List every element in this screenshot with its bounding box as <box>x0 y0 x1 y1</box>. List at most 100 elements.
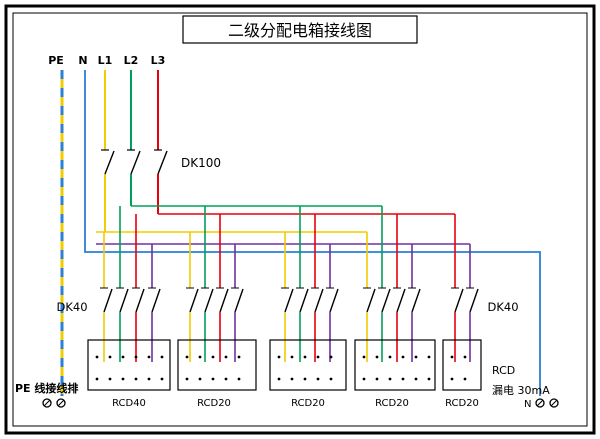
label-rcd20-2: RCD20 <box>291 398 325 409</box>
terminal-dot <box>375 377 379 381</box>
label-rcd40: RCD40 <box>112 398 146 409</box>
label-l3: L3 <box>151 54 166 67</box>
terminal-dot <box>211 355 215 359</box>
terminal-dot <box>414 377 418 381</box>
label-dk100: DK100 <box>181 156 221 170</box>
terminal-dot <box>277 355 281 359</box>
terminal-dot <box>211 377 215 381</box>
dk100-blade <box>130 150 141 175</box>
rcd-box-3 <box>269 339 347 391</box>
label-rcd20-4: RCD20 <box>445 398 479 409</box>
terminal-dot <box>147 355 151 359</box>
rcd-boxes: RCD40 RCD20 RCD20 RCD20 RCD20 <box>87 339 482 409</box>
terminal-dot <box>108 355 112 359</box>
label-rcd-note: RCD <box>492 364 515 377</box>
bottom-left-annotation: PE 线接线排 <box>15 381 78 395</box>
dk40-blade <box>119 288 129 313</box>
terminal-dot <box>316 377 320 381</box>
terminal-dot <box>388 377 392 381</box>
dk40-blade <box>366 288 376 313</box>
conductor-labels: PE N L1 L2 L3 <box>48 54 165 67</box>
terminal-dot <box>237 377 241 381</box>
dk40-blade <box>284 288 294 313</box>
label-rcd20-1: RCD20 <box>197 398 231 409</box>
dk100-blade <box>104 150 115 175</box>
terminal-dot <box>329 355 333 359</box>
terminal-dot <box>388 355 392 359</box>
terminal-dot <box>375 355 379 359</box>
label-l1: L1 <box>98 54 113 67</box>
dk40-blade <box>204 288 214 313</box>
dk40-blade <box>299 288 309 313</box>
dk40-blade <box>219 288 229 313</box>
terminal-dot <box>134 377 138 381</box>
terminal-dot <box>185 355 189 359</box>
title-box <box>182 15 418 44</box>
terminal-dot <box>160 355 164 359</box>
terminal-dot <box>160 377 164 381</box>
dk40-blade <box>135 288 145 313</box>
terminal-dot <box>121 377 125 381</box>
dk40-blade <box>103 288 113 313</box>
terminal-dot <box>224 377 228 381</box>
terminal-dot <box>450 377 454 381</box>
terminal-dot <box>463 377 467 381</box>
terminal-dot <box>450 355 454 359</box>
neutral-wire <box>84 70 541 396</box>
rcd-box-2 <box>177 339 257 391</box>
label-pe-bar: PE 线接线排 <box>15 381 78 395</box>
dk40-blade <box>314 288 324 313</box>
terminal-dot <box>95 377 99 381</box>
terminal-dot <box>290 355 294 359</box>
terminal-dot <box>277 377 281 381</box>
cable-terminal-icon <box>536 399 544 407</box>
label-dk40-left: DK40 <box>56 300 87 314</box>
terminal-dot <box>316 355 320 359</box>
dk40-blade <box>454 288 464 313</box>
terminal-dot <box>290 377 294 381</box>
terminal-dot <box>401 377 405 381</box>
terminal-dot <box>185 377 189 381</box>
terminal-dot <box>198 355 202 359</box>
rcd-box-1 <box>87 339 171 391</box>
terminal-dot <box>303 377 307 381</box>
rcd-box-4 <box>354 339 436 391</box>
inner-border <box>12 12 588 427</box>
cable-terminal-icon <box>43 399 51 407</box>
cable-terminal-icon <box>550 399 558 407</box>
terminal-dot <box>362 355 366 359</box>
cable-terminal-icon <box>57 399 65 407</box>
label-n-terminal: N <box>524 399 531 410</box>
label-l2: L2 <box>124 54 139 67</box>
dk40-blade <box>396 288 406 313</box>
dk40-blade <box>469 288 479 313</box>
dk100-blade <box>157 150 168 175</box>
frame <box>4 4 596 435</box>
label-leakage-note: 漏电 30mA <box>492 384 550 397</box>
terminal-dot <box>121 355 125 359</box>
label-pe: PE <box>48 54 64 67</box>
dk40-blade <box>329 288 339 313</box>
terminal-dot <box>108 377 112 381</box>
label-dk40-right: DK40 <box>487 300 518 314</box>
terminal-dot <box>95 355 99 359</box>
terminal-dot <box>414 355 418 359</box>
terminal-dot <box>224 355 228 359</box>
terminal-dot <box>463 355 467 359</box>
dk40-blade <box>151 288 161 313</box>
terminal-dot <box>362 377 366 381</box>
dk40-blade <box>381 288 391 313</box>
terminal-dot <box>427 377 431 381</box>
diagram-title: 二级分配电箱接线图 <box>228 21 372 40</box>
outer-border <box>4 4 596 435</box>
terminal-dot <box>198 377 202 381</box>
label-n: N <box>78 54 87 67</box>
terminal-dot <box>237 355 241 359</box>
dk40-blade <box>189 288 199 313</box>
rcd-box-5 <box>442 339 482 391</box>
terminal-dot <box>401 355 405 359</box>
title-block: 二级分配电箱接线图 <box>182 15 418 44</box>
wiring <box>42 70 559 408</box>
